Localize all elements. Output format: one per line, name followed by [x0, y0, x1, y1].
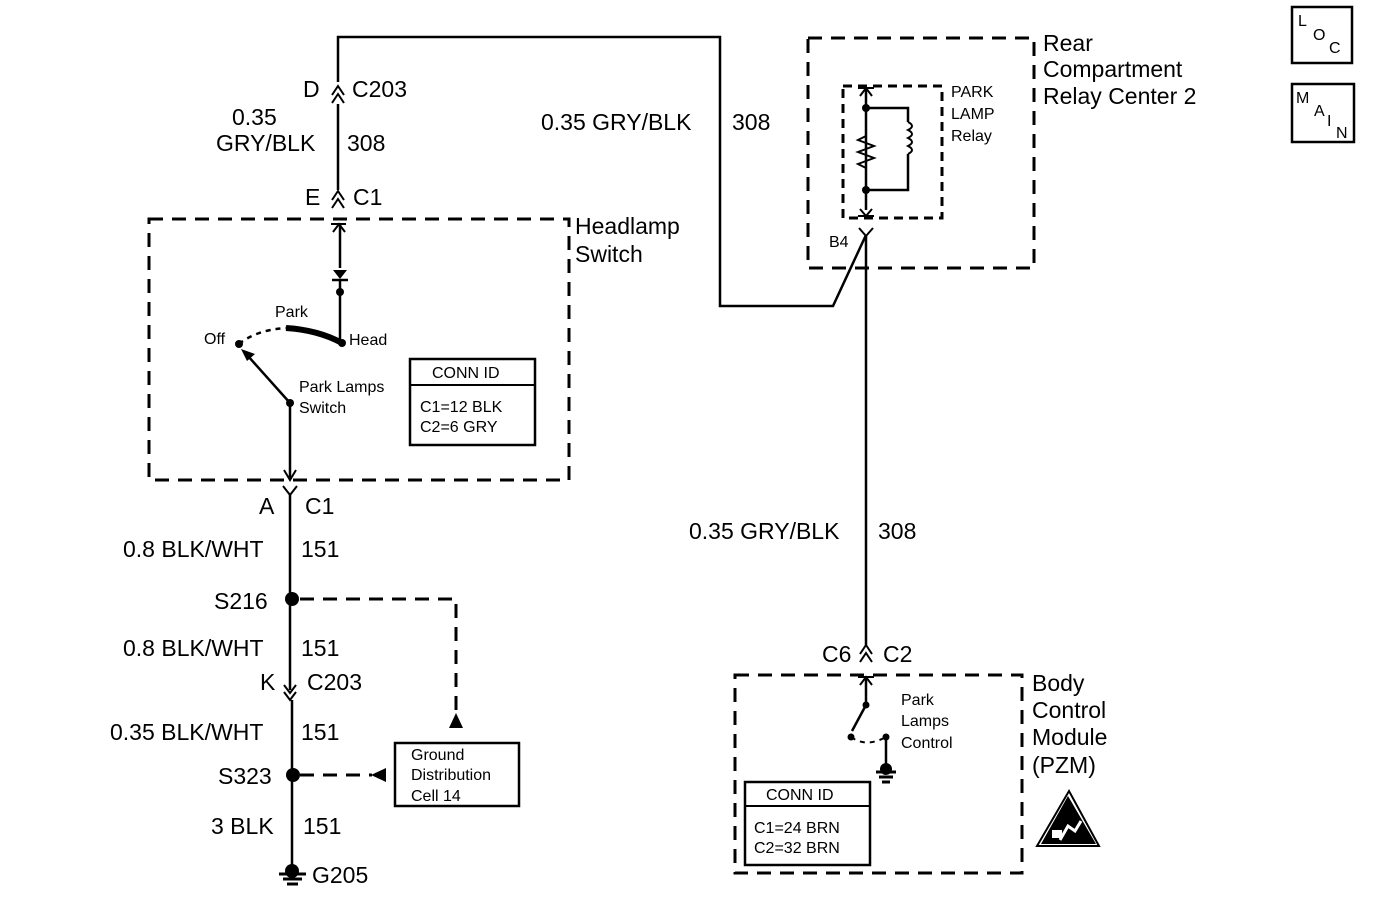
wire-label-1: 0.8 BLK/WHT — [123, 536, 264, 562]
headlamp-switch-title-2: Switch — [575, 241, 643, 267]
loc-letter-l: L — [1298, 13, 1307, 30]
ground-distribution-box[interactable]: Ground Distribution Cell 14 — [393, 741, 521, 808]
switch-position-off: Off — [204, 331, 226, 348]
switch-position-park: Park — [275, 304, 309, 321]
pin-k: K — [260, 669, 276, 695]
wire-label-4: 3 BLK — [211, 813, 274, 839]
splice-s216-dot — [285, 592, 299, 606]
wire-label-upper: 0.35 GRY/BLK — [541, 109, 692, 135]
bcm-conn-id-row-1: C1=24 BRN — [754, 820, 840, 837]
bcm-title-4: (PZM) — [1032, 752, 1096, 778]
main-letter-m: M — [1296, 90, 1309, 107]
conn-id-row-1: C1=12 BLK — [420, 399, 503, 416]
relay-label-2: LAMP — [951, 106, 995, 123]
conn-id-title: CONN ID — [432, 365, 500, 382]
connector-c203-bottom: C203 — [307, 669, 362, 695]
loc-letter-c: C — [1329, 40, 1341, 57]
park-lamp-relay-internals — [855, 86, 913, 238]
pin-e: E — [305, 184, 320, 210]
park-lamps-control-label-2: Lamps — [901, 713, 949, 730]
park-lamps-control-label-1: Park — [901, 692, 935, 709]
splice-s323: S323 — [218, 763, 272, 789]
park-lamps-switch-label-1: Park Lamps — [299, 379, 384, 396]
wire-circuit-top: 308 — [347, 130, 385, 156]
wire-color-top: GRY/BLK — [216, 130, 316, 156]
bcm-title-2: Control — [1032, 697, 1106, 723]
connector-c1-a — [282, 485, 298, 690]
wire-label-right: 0.35 GRY/BLK — [689, 518, 840, 544]
bcm-conn-id-row-2: C2=32 BRN — [754, 840, 840, 857]
connector-c2-bcm — [859, 643, 873, 663]
esd-warning-icon — [1035, 788, 1101, 847]
relay-center-title-2: Compartment — [1043, 56, 1183, 82]
ground-dist-line-1: Ground — [411, 747, 464, 764]
park-lamp-relay-box — [841, 84, 944, 220]
connector-c1-bottom: C1 — [305, 493, 334, 519]
bcm-box — [733, 673, 1024, 875]
connector-c203: C203 — [352, 76, 407, 102]
wire-308-top — [336, 35, 868, 308]
ground-dist-dashed-1 — [300, 597, 463, 728]
ground-g205-icon — [279, 864, 306, 886]
pin-c6: C6 — [822, 641, 851, 667]
headlamp-switch-box — [147, 217, 571, 482]
park-lamps-control-label-3: Control — [901, 735, 953, 752]
loc-letter-o: O — [1313, 27, 1325, 44]
loc-button[interactable]: L O C — [1290, 5, 1354, 65]
connector-c1-top: C1 — [353, 184, 382, 210]
connector-c203-bottom-symbol — [283, 684, 297, 870]
bcm-title-3: Module — [1032, 724, 1107, 750]
connector-c2: C2 — [883, 641, 912, 667]
wire-label-3: 0.35 BLK/WHT — [110, 719, 263, 745]
splice-s216: S216 — [214, 588, 268, 614]
headlamp-switch-title-1: Headlamp — [575, 213, 680, 239]
relay-label-1: PARK — [951, 84, 994, 101]
wire-size-top: 0.35 — [232, 104, 277, 130]
park-lamps-switch-label-2: Switch — [299, 400, 346, 417]
main-button[interactable]: M A I N — [1290, 82, 1356, 144]
wire-label-2: 0.8 BLK/WHT — [123, 635, 264, 661]
main-letter-n: N — [1336, 125, 1348, 142]
main-letter-a: A — [1314, 103, 1325, 120]
headlamp-conn-id-table: CONN ID C1=12 BLK C2=6 GRY — [408, 357, 537, 447]
conn-id-row-2: C2=6 GRY — [420, 419, 498, 436]
wire-circuit-right: 308 — [878, 518, 916, 544]
wire-circuit-4: 151 — [303, 813, 341, 839]
bcm-conn-id-table: CONN ID C1=24 BRN C2=32 BRN — [743, 780, 872, 867]
bcm-internals — [847, 675, 896, 784]
wire-circuit-3: 151 — [301, 719, 339, 745]
wire-circuit-upper: 308 — [732, 109, 770, 135]
pin-a: A — [259, 493, 275, 519]
relay-center-title-1: Rear — [1043, 30, 1093, 56]
ground-dist-dashed-2 — [300, 768, 386, 782]
relay-label-3: Relay — [951, 128, 992, 145]
connector-c203-top — [331, 84, 345, 104]
relay-pin-b4: B4 — [829, 234, 849, 251]
ground-dist-line-2: Distribution — [411, 767, 491, 784]
bcm-conn-id-title: CONN ID — [766, 787, 834, 804]
wire-circuit-1: 151 — [301, 536, 339, 562]
bcm-title-1: Body — [1032, 670, 1085, 696]
ground-g205: G205 — [312, 862, 368, 888]
splice-s323-dot — [286, 768, 300, 782]
ground-dist-line-3: Cell 14 — [411, 788, 461, 805]
connector-c1-e — [331, 189, 345, 209]
wire-circuit-2: 151 — [301, 635, 339, 661]
relay-center-title-3: Relay Center 2 — [1043, 83, 1196, 109]
switch-position-head: Head — [349, 332, 387, 349]
main-letter-i: I — [1327, 113, 1331, 130]
headlamp-switch-internals — [235, 222, 348, 482]
pin-d: D — [303, 76, 320, 102]
